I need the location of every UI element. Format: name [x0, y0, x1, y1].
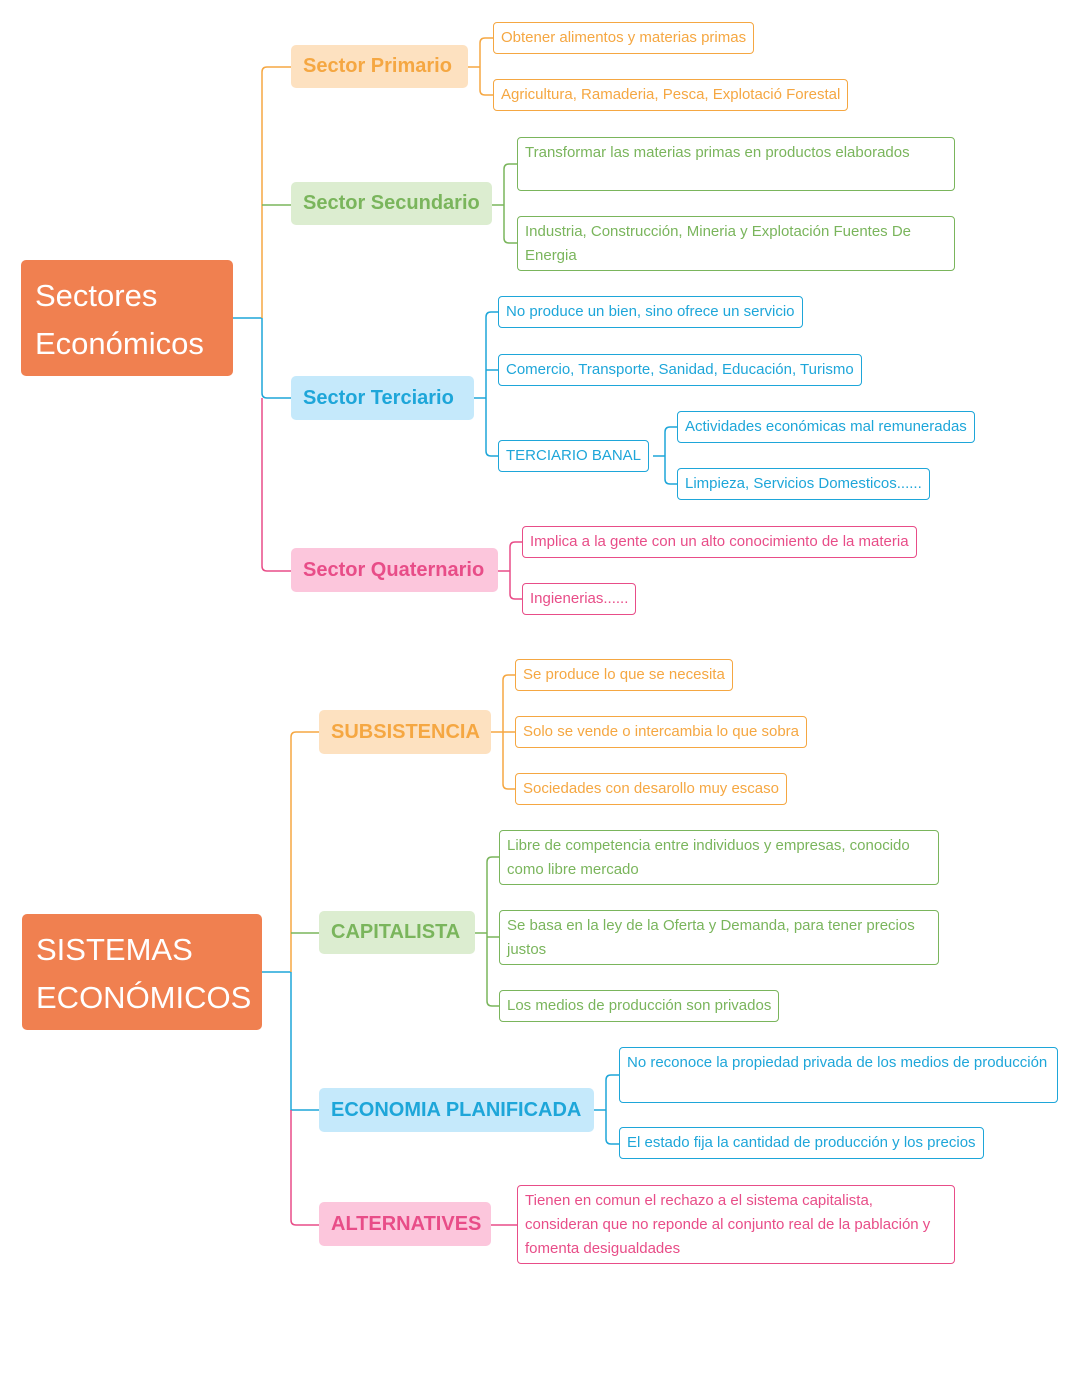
- subbranch-terciario-banal[interactable]: TERCIARIO BANAL: [498, 440, 650, 472]
- branch-economia-planificada[interactable]: ECONOMIA PLANIFICADA: [319, 1088, 594, 1132]
- leaf-node[interactable]: Transformar las materias primas en produ…: [517, 137, 955, 191]
- leaf-node[interactable]: No produce un bien, sino ofrece un servi…: [498, 296, 803, 328]
- leaf-node[interactable]: Los medios de producción son privados: [499, 990, 780, 1022]
- root-label-line1: SISTEMAS: [36, 932, 193, 967]
- leaf-node[interactable]: Agricultura, Ramaderia, Pesca, Explotaci…: [493, 79, 849, 111]
- leaf-node[interactable]: Se basa en la ley de la Oferta y Demanda…: [499, 910, 939, 965]
- root-node-sectores[interactable]: Sectores Económicos: [21, 260, 233, 376]
- leaf-node[interactable]: Ingienerias......: [522, 583, 637, 615]
- leaf-node[interactable]: Solo se vende o intercambia lo que sobra: [515, 716, 808, 748]
- branch-sector-quaternario[interactable]: Sector Quaternario: [291, 548, 498, 592]
- leaf-node[interactable]: Industria, Construcción, Mineria y Explo…: [517, 216, 955, 271]
- branch-subsistencia[interactable]: SUBSISTENCIA: [319, 710, 491, 754]
- leaf-node[interactable]: Comercio, Transporte, Sanidad, Educación…: [498, 354, 862, 386]
- leaf-node[interactable]: Se produce lo que se necesita: [515, 659, 733, 691]
- leaf-node[interactable]: Limpieza, Servicios Domesticos......: [677, 468, 930, 500]
- branch-alternatives[interactable]: ALTERNATIVES: [319, 1202, 491, 1246]
- leaf-node[interactable]: Tienen en comun el rechazo a el sistema …: [517, 1185, 955, 1264]
- branch-sector-primario[interactable]: Sector Primario: [291, 45, 468, 88]
- leaf-node[interactable]: Libre de competencia entre individuos y …: [499, 830, 939, 885]
- root-label-line2: ECONÓMICOS: [36, 980, 252, 1015]
- root-label-line2: Económicos: [35, 326, 204, 361]
- leaf-node[interactable]: No reconoce la propiedad privada de los …: [619, 1047, 1058, 1103]
- leaf-node[interactable]: Actividades económicas mal remuneradas: [677, 411, 975, 443]
- branch-sector-terciario[interactable]: Sector Terciario: [291, 376, 474, 420]
- root-node-sistemas[interactable]: SISTEMAS ECONÓMICOS: [22, 914, 262, 1030]
- root-label-line1: Sectores: [35, 278, 158, 313]
- leaf-node[interactable]: Sociedades con desarollo muy escaso: [515, 773, 787, 805]
- branch-sector-secundario[interactable]: Sector Secundario: [291, 182, 492, 225]
- leaf-node[interactable]: Implica a la gente con un alto conocimie…: [522, 526, 917, 558]
- leaf-node[interactable]: El estado fija la cantidad de producción…: [619, 1127, 984, 1159]
- branch-capitalista[interactable]: CAPITALISTA: [319, 911, 475, 954]
- leaf-node[interactable]: Obtener alimentos y materias primas: [493, 22, 755, 54]
